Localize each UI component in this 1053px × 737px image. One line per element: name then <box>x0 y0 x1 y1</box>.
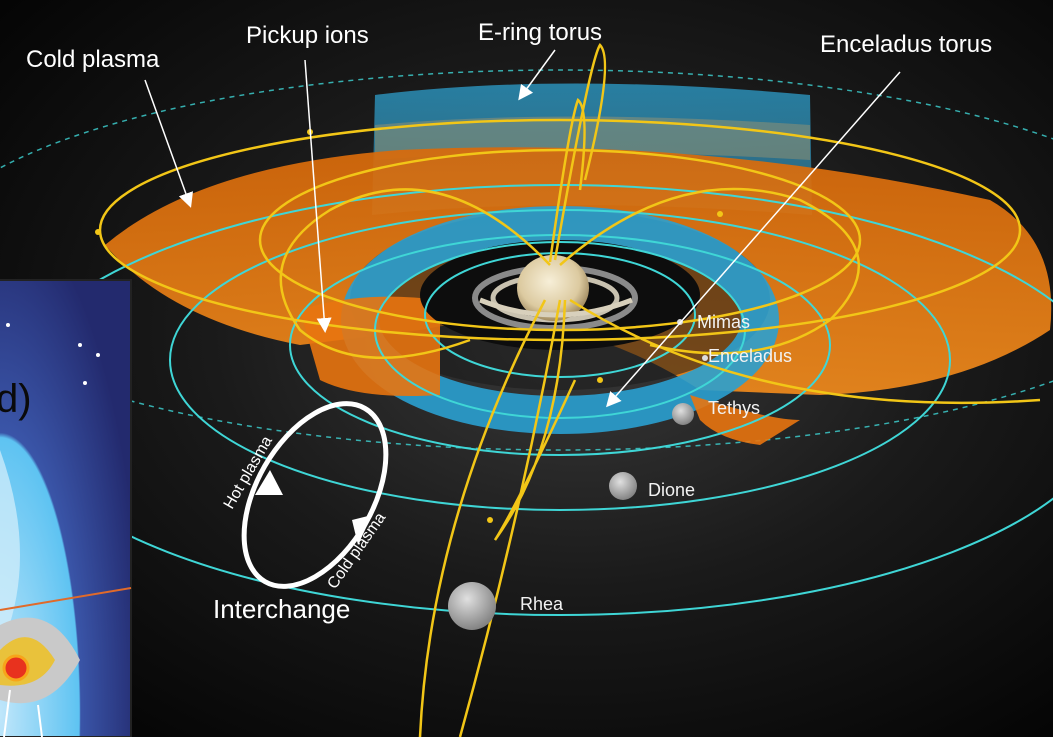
moon-rhea <box>448 582 496 630</box>
saturn-planet <box>517 255 589 321</box>
label-mimas: Mimas <box>697 312 750 332</box>
outer-orbit-dashed <box>0 69 1053 451</box>
magnetic-field-lines <box>98 43 1041 737</box>
label-tethys: Tethys <box>708 398 760 418</box>
label-dione: Dione <box>648 480 695 500</box>
moon-dione <box>609 472 637 500</box>
label-interchange: Interchange <box>213 594 350 624</box>
pickup-ions-lobe-left <box>300 296 440 396</box>
label-cold-plasma: Cold plasma <box>26 46 160 73</box>
moon-tethys <box>672 403 694 425</box>
inset-panel: d) <box>0 279 132 737</box>
field-direction-markers <box>95 129 723 523</box>
interchange-arrow-up <box>255 470 283 495</box>
saturn-ring-front <box>479 297 633 318</box>
pickup-ions-lobe-right <box>690 395 800 445</box>
orbit-mimas <box>424 252 696 378</box>
interchange-arrow-down <box>352 515 372 545</box>
label-rhea: Rhea <box>520 594 564 614</box>
inset-partial-text: d) <box>0 377 32 421</box>
label-pointers <box>144 49 901 408</box>
label-e-ring-torus: E-ring torus <box>478 19 602 46</box>
label-enceladus-torus: Enceladus torus <box>820 31 992 58</box>
label-enceladus: Enceladus <box>708 346 792 366</box>
inset-red-ball <box>2 654 30 682</box>
moon-enceladus <box>702 355 708 361</box>
label-pickup-ions: Pickup ions <box>246 22 369 49</box>
orbit-dione <box>169 209 951 511</box>
